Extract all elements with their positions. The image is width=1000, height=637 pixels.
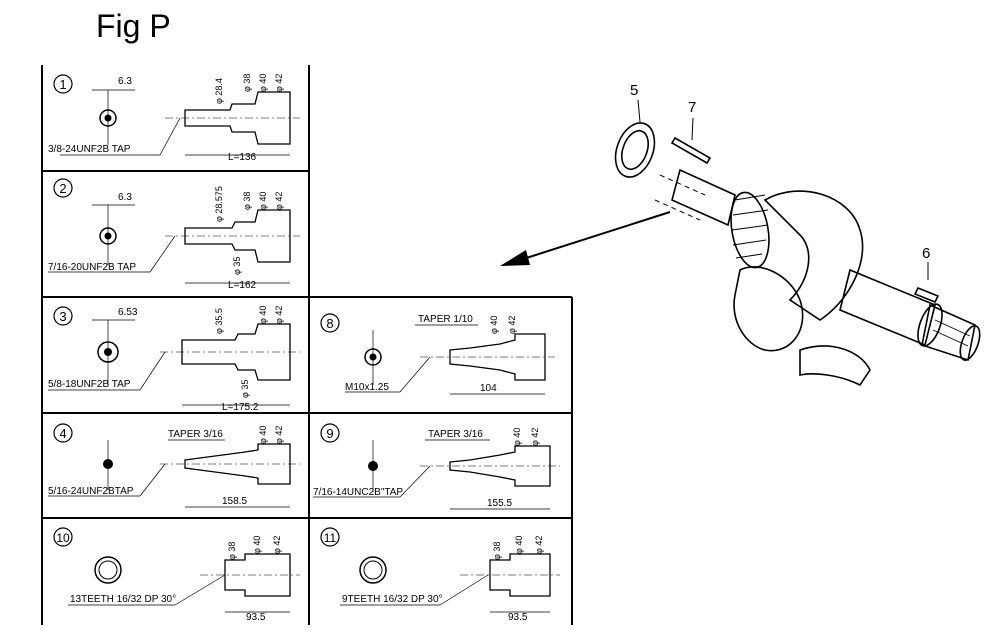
callout-6: 6 [922, 245, 930, 262]
panel-11: 11 9TEETH 16/32 DP 30° 93.5 φ 38 φ 40 φ … [320, 527, 560, 623]
ring-part [614, 122, 656, 178]
diam-1: φ 38 [227, 542, 237, 560]
panel-3: 3 6.53 5/8-18UNF2B TAP L=175.2 φ 35.5 φ … [48, 306, 300, 413]
panel-number: 4 [59, 426, 66, 441]
diam-extra: φ 35 [232, 257, 242, 275]
diam-2: φ 40 [514, 536, 524, 554]
length-label: 93.5 [508, 612, 528, 623]
length-label: 158.5 [222, 496, 247, 507]
diam-1: φ 38 [492, 542, 502, 560]
shaft-profile [184, 91, 291, 145]
diam-2: φ 38 [242, 192, 252, 210]
panel-number: 10 [56, 531, 70, 545]
panel-number-circle [53, 527, 73, 547]
diam-3: φ 40 [258, 192, 268, 210]
panel-number-circle [320, 313, 340, 333]
key-part [913, 286, 940, 304]
diam-3: φ 42 [534, 536, 544, 554]
length-label: L=175.2 [222, 402, 259, 413]
diam-1: φ 40 [512, 428, 522, 446]
diam-3: φ 42 [274, 306, 284, 324]
diam-3: φ 40 [258, 74, 268, 92]
diam-4: φ 42 [274, 192, 284, 210]
dim-offset: 6.3 [118, 76, 132, 87]
shaft-profile [489, 553, 551, 597]
diam-2: φ 38 [242, 74, 252, 92]
tap-label: 13TEETH 16/32 DP 30° [70, 594, 176, 605]
gear-end-view [94, 556, 122, 584]
panel-number: 3 [59, 309, 66, 324]
diam-extra: φ 35 [240, 380, 250, 398]
panel-number-circle [320, 527, 340, 547]
panel-number-circle [53, 306, 73, 326]
tap-label: 5/8-18UNF2B TAP [48, 379, 131, 390]
panel-number: 1 [59, 77, 66, 92]
pointer-arrow [500, 211, 671, 266]
panel-2: 2 6.3 7/16-20UNF2B TAP L=162 φ 28.575 φ … [48, 178, 300, 291]
tap-label: 3/8-24UNF2B TAP [48, 144, 131, 155]
diam-3: φ 42 [272, 536, 282, 554]
panel-1: 1 6.3 3/8-24UNF2B TAP L=136 φ 28.4 φ 38 … [48, 74, 300, 163]
panel-number: 11 [324, 531, 337, 545]
diam-2: φ 40 [258, 306, 268, 324]
length-label: L=136 [228, 152, 257, 163]
crank-web [763, 190, 864, 321]
crankshaft-illustration: 5 7 6 [614, 82, 981, 387]
shaft-profile [184, 443, 291, 485]
taper-label: TAPER 1/10 [418, 314, 473, 325]
length-label: 104 [480, 383, 497, 394]
panel-number-circle [53, 423, 73, 443]
panel-number: 2 [59, 181, 66, 196]
gear-end-view [359, 556, 387, 584]
panel-number-circle [53, 178, 73, 198]
panel-9: 9 TAPER 3/16 7/16-14UNC2B"TAP 155.5 φ 40… [313, 423, 560, 510]
diam-1: φ 40 [258, 426, 268, 444]
panel-4: 4 TAPER 3/16 5/16-24UNF2BTAP 158.5 φ 40 … [48, 423, 300, 508]
taper-label: TAPER 3/16 [428, 429, 483, 440]
diam-2: φ 42 [507, 316, 517, 334]
length-label: 93.5 [246, 612, 266, 623]
callout-5: 5 [630, 82, 638, 99]
diam-1: φ 28.4 [214, 78, 224, 104]
panel-number: 9 [326, 426, 333, 441]
diam-1: φ 28.575 [214, 186, 224, 222]
dim-offset: 6.53 [118, 307, 138, 318]
figure-title: Fig P [96, 8, 171, 44]
pin-part [670, 136, 712, 165]
length-label: 155.5 [487, 498, 512, 509]
diam-1: φ 40 [489, 316, 499, 334]
panel-number: 8 [326, 316, 333, 331]
panel-8: 8 TAPER 1/10 M10x1.25 104 φ 40 φ 42 [320, 313, 555, 395]
shaft-profile [449, 333, 546, 381]
tap-label: 7/16-14UNC2B"TAP [313, 487, 403, 498]
diam-2: φ 40 [252, 536, 262, 554]
output-shaft [839, 268, 936, 347]
diam-1: φ 35.5 [214, 308, 224, 334]
tap-label: M10x1.25 [345, 382, 389, 393]
panel-10: 10 13TEETH 16/32 DP 30° 93.5 φ 38 φ 40 φ… [53, 527, 300, 623]
shaft-profile [181, 323, 291, 381]
diam-4: φ 42 [274, 74, 284, 92]
panel-number-circle [320, 423, 340, 443]
tap-label: 7/16-20UNF2B TAP [48, 262, 136, 273]
diam-2: φ 42 [274, 426, 284, 444]
diam-2: φ 42 [530, 428, 540, 446]
panel-grid [41, 65, 573, 625]
tap-label: 9TEETH 16/32 DP 30° [342, 594, 443, 605]
length-label: L=162 [228, 280, 257, 291]
callout-7: 7 [688, 99, 696, 116]
shaft-profile [184, 209, 291, 263]
dim-offset: 6.3 [118, 192, 132, 203]
shaft-profile [449, 445, 551, 487]
panel-number-circle [53, 74, 73, 94]
taper-label: TAPER 3/16 [168, 429, 223, 440]
tap-label: 5/16-24UNF2BTAP [48, 486, 134, 497]
shaft-profile [224, 553, 291, 597]
